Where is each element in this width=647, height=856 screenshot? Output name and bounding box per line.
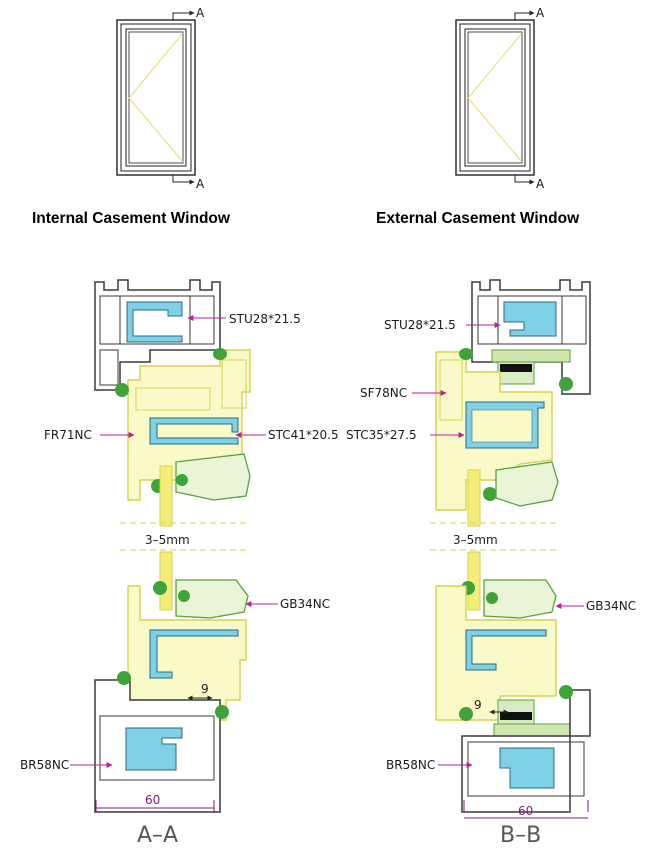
marker-a-bottom-right: A xyxy=(536,177,545,191)
callout-stc-left: STC41*20.5 xyxy=(268,428,339,442)
section-title-left: A–A xyxy=(137,823,178,848)
callout-fr: FR71NC xyxy=(44,428,92,442)
callout-br-left: BR58NC xyxy=(20,758,69,772)
dim-width-right: 60 xyxy=(518,804,533,818)
dim-width-left: 60 xyxy=(145,793,160,807)
dim-small-left: 9 xyxy=(201,682,209,696)
gap-label-right: 3–5mm xyxy=(453,533,498,547)
callout-stc-right: STC35*27.5 xyxy=(346,428,417,442)
marker-a-top-left: A xyxy=(196,6,205,20)
section-b-b xyxy=(412,279,591,819)
dim-small-right: 9 xyxy=(474,698,482,712)
callout-gb-right: GB34NC xyxy=(586,599,636,613)
gap-label-left: 3–5mm xyxy=(145,533,190,547)
heading-external-casement: External Casement Window xyxy=(376,210,580,227)
elevation-internal xyxy=(116,10,196,185)
callout-gb-left: GB34NC xyxy=(280,597,330,611)
callout-br-right: BR58NC xyxy=(386,758,435,772)
heading-internal-casement: Internal Casement Window xyxy=(32,210,230,227)
section-a-a xyxy=(70,279,278,813)
marker-a-top-right: A xyxy=(536,6,545,20)
callout-stu-right: STU28*21.5 xyxy=(384,318,456,332)
section-title-right: B–B xyxy=(500,823,541,848)
marker-a-bottom-left: A xyxy=(196,177,205,191)
callout-sf: SF78NC xyxy=(360,386,407,400)
elevation-external xyxy=(455,10,535,185)
callout-stu-left: STU28*21.5 xyxy=(229,312,301,326)
